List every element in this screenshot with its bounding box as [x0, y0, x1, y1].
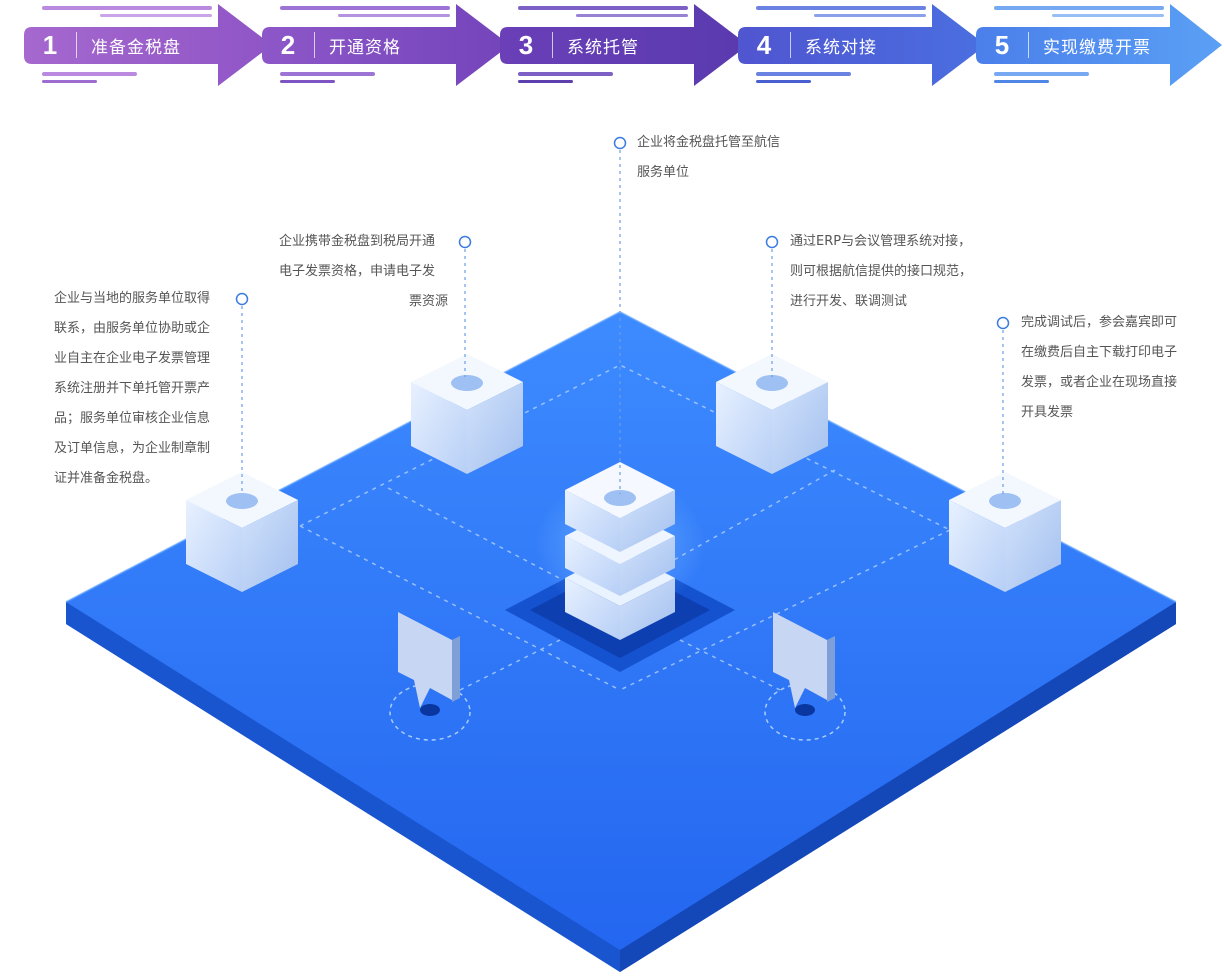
- note-line: 业自主在企业电子发票管理: [54, 351, 211, 366]
- step-arrow-2: [262, 4, 510, 86]
- note-line: 系统注册并下单托管开票产: [54, 381, 211, 396]
- leader-lines: [241, 150, 1004, 495]
- note-step-4: 通过ERP与会议管理系统对接， 则可根据航信提供的接口规范， 进行开发、联调测试: [790, 227, 972, 317]
- note-line: 发票，或者企业在现场直接: [1021, 375, 1178, 390]
- step-1-number: 1: [42, 29, 58, 60]
- cube-step-1: [186, 472, 298, 592]
- step-3-label: 系统托管: [567, 37, 639, 58]
- note-line: 企业将金税盘托管至航信: [637, 135, 781, 150]
- step-1: 1 准备金税盘: [30, 22, 181, 68]
- cube-step-2: [411, 354, 523, 474]
- location-pin-icon: [764, 612, 846, 741]
- note-line: 完成调试后，参会嘉宾即可: [1021, 315, 1178, 330]
- note-line: 在缴费后自主下载打印电子: [1021, 345, 1178, 360]
- cube-step-4: [716, 354, 828, 474]
- step-divider: [552, 32, 553, 58]
- location-pin-icon: [389, 612, 471, 741]
- step-2: 2 开通资格: [268, 22, 401, 68]
- step-1-label: 准备金税盘: [91, 37, 181, 58]
- step-arrow-3: [500, 4, 748, 86]
- step-3: 3 系统托管: [506, 22, 639, 68]
- step-5-number: 5: [994, 29, 1010, 60]
- step-divider: [1028, 32, 1029, 58]
- note-line: 则可根据航信提供的接口规范，: [790, 264, 973, 279]
- note-line: 品；服务单位审核企业信息: [54, 411, 211, 426]
- cube-step-5: [949, 472, 1061, 592]
- note-line: 证并准备金税盘。: [54, 471, 159, 486]
- step-4-label: 系统对接: [805, 37, 877, 58]
- step-2-label: 开通资格: [329, 37, 401, 58]
- step-5: 5 实现缴费开票: [982, 22, 1151, 68]
- note-line: 服务单位: [637, 165, 690, 180]
- step-arrows-graphic: [24, 4, 1222, 86]
- note-line: 企业携带金税盘到税局开通: [279, 234, 436, 249]
- note-step-1: 企业与当地的服务单位取得 联系，由服务单位协助或企 业自主在企业电子发票管理 系…: [54, 284, 210, 494]
- step-2-number: 2: [280, 29, 296, 60]
- step-5-label: 实现缴费开票: [1043, 37, 1151, 58]
- note-line: 票资源: [408, 294, 448, 309]
- process-steps: 1 准备金税盘 2 开通资格 3 系统托管 4 系统对接 5 实现缴费开票: [0, 0, 1224, 95]
- note-step-3: 企业将金税盘托管至航信 服务单位: [637, 128, 780, 188]
- note-line: 开具发票: [1021, 405, 1074, 420]
- step-4: 4 系统对接: [744, 22, 877, 68]
- note-line: 电子发票资格，申请电子发: [279, 264, 436, 279]
- step-divider: [790, 32, 791, 58]
- step-divider: [76, 32, 77, 58]
- note-step-2: 企业携带金税盘到税局开通 电子发票资格，申请电子发 票资源: [279, 227, 448, 317]
- leader-marker-icons: [235, 136, 1010, 330]
- step-arrow-5: [976, 4, 1222, 86]
- note-line: 通过ERP与会议管理系统对接，: [790, 234, 972, 249]
- note-line: 联系，由服务单位协助或企: [54, 321, 211, 336]
- step-divider: [314, 32, 315, 58]
- step-arrow-4: [738, 4, 986, 86]
- server-stack-icon: [535, 462, 705, 640]
- note-line: 进行开发、联调测试: [790, 294, 908, 309]
- step-3-number: 3: [518, 29, 534, 60]
- step-arrow-1: [24, 4, 272, 86]
- note-step-5: 完成调试后，参会嘉宾即可 在缴费后自主下载打印电子 发票，或者企业在现场直接 开…: [1021, 308, 1177, 428]
- step-4-number: 4: [756, 29, 772, 60]
- note-line: 及订单信息，为企业制章制: [54, 441, 211, 456]
- note-line: 企业与当地的服务单位取得: [54, 291, 211, 306]
